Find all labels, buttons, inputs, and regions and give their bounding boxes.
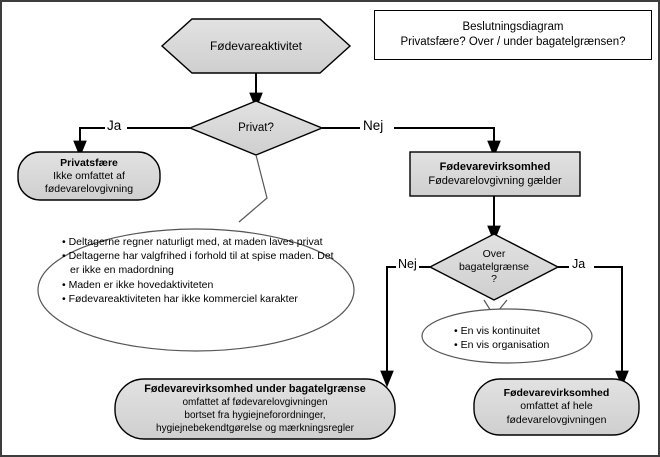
callout-bagatel-shape [421,308,593,364]
outcome-full-node[interactable]: Fødevarevirksomhed omfattet af hele føde… [474,379,639,435]
connector-bagatel-yes-2 [594,266,629,388]
outcome-private-line3: fødevarelovgivning [44,182,134,195]
connector-private-no-2 [394,127,501,158]
outcome-private-line2: Ikke omfattet af [53,169,125,182]
connector-private-yes-2 [73,127,105,158]
legend-title: Beslutningsdiagram [462,21,564,33]
callout-private-shape [37,228,355,352]
legend-box: Beslutningsdiagram Privatsfære? Over / u… [374,10,652,60]
decision-bagatel-line2: bagatelgrænse [458,260,530,273]
outcome-private-title: Privatsfære [60,156,118,169]
callout-private-text: • Deltagerne regner naturligt med, at ma… [62,235,334,306]
outcome-full-line3: fødevarelovgivningen [506,413,607,426]
outcome-private-shape [17,151,161,201]
outcome-under-line4: hygiejnebekendtgørelse og mærkningsregle… [156,423,354,434]
outcome-private-node[interactable]: Privatsfære Ikke omfattet af fødevarelov… [18,152,160,200]
business-line2: Fødevarelovgivning gælder [428,175,562,187]
callout-private-bullet-3: • Maden er ikke hovedaktiviteten [62,278,214,291]
outcome-under-shape [114,378,396,440]
edge-label-private-yes: Ja [107,118,122,133]
connector-bagatel-no-2 [380,266,396,388]
decision-bagatel-line1: Over [482,248,506,261]
outcome-under-line3: bortset fra hygiejneforordninger, [184,410,326,421]
decision-bagatel-shape [428,233,560,301]
callout-private-tail [238,154,268,223]
callout-bagatel-bullet-1: • En vis kontinuitet [454,325,540,337]
edge-label-bagatel-yes: Ja [572,257,586,271]
decision-bagatel-node[interactable]: Over bagatelgrænse ? [438,241,550,293]
decision-bagatel-line3: ? [491,273,497,286]
start-label: Fødevareaktivitet [209,39,303,53]
outcome-under-node[interactable]: Fødevarevirksomhed under bagatelgrænse o… [115,379,395,439]
callout-bagatel-bullet-2: • En vis organisation [454,339,550,351]
outcome-full-title: Fødevarevirksomhed [503,386,610,399]
business-node[interactable]: Fødevarevirksomhed Fødevarelovgivning gæ… [410,152,580,196]
start-node[interactable]: Fødevareaktivitet [162,19,350,73]
start-hexagon-shape [160,18,352,74]
edge-label-bagatel-no: Nej [398,257,417,271]
legend-subtitle: Privatsfære? Over / under bagatelgrænsen… [400,36,626,48]
outcome-full-line2: omfattet af hele [520,400,593,413]
business-title: Fødevarevirksomhed [439,161,551,173]
callout-bagatel-text: • En vis kontinuitet • En vis organisati… [454,324,594,352]
outcome-full-shape [473,378,640,436]
outcome-under-line2: omfattet af fødevarelovgivningen [182,397,328,408]
edge-label-private-no: Nej [363,118,384,133]
decision-private-node[interactable]: Privat? [190,101,322,155]
decision-private-label: Privat? [238,122,274,134]
callout-private-bullet-2: • Deltagerne har valgfrihed i forhold ti… [62,250,334,277]
callout-private-bullet-4: • Fødevareaktiviteten har ikke kommercie… [62,292,298,305]
outcome-under-title: Fødevarevirksomhed under bagatelgrænse [144,383,366,395]
callout-private-bullet-1: • Deltagerne regner naturligt med, at ma… [62,236,323,248]
